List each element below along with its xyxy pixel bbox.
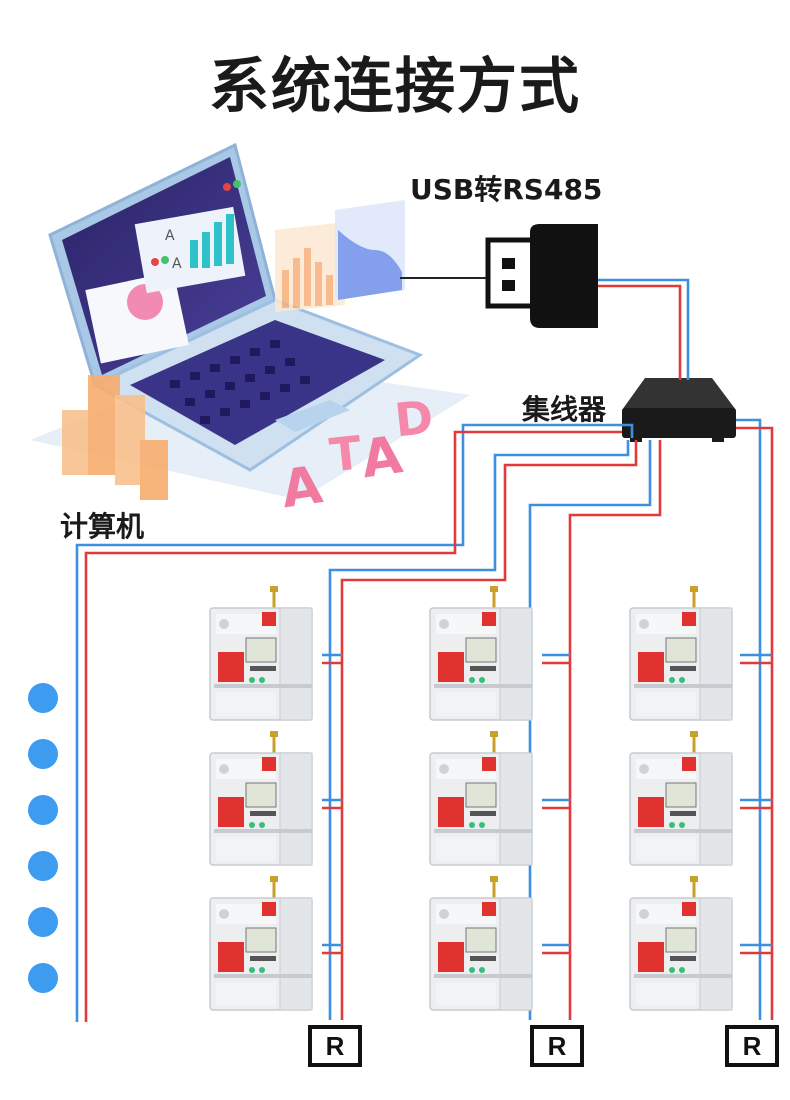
bullet-dot [28,963,58,993]
bullet-dot [28,795,58,825]
smart-breaker [628,729,734,867]
bullet-dot [28,907,58,937]
decor-letter: A [358,425,406,490]
terminator-resistor: R [530,1025,584,1067]
usb-converter-label: USB转RS485 [410,173,603,206]
decor-letter: D [392,390,436,448]
screen-letter: A [172,256,182,272]
breaker-column-3 [628,584,734,1012]
usb-converter-icon [485,224,598,328]
terminator-resistor: R [725,1025,779,1067]
smart-breaker [428,584,534,722]
smart-breaker [208,874,314,1012]
smart-breaker [628,874,734,1012]
smart-breaker [428,874,534,1012]
decor-letter: A [278,455,326,520]
breaker-column-2 [428,584,534,1012]
smart-breaker [628,584,734,722]
hub-icon [622,378,736,442]
bullet-dot [28,851,58,881]
hub-label: 集线器 [522,393,607,426]
smart-breaker [428,729,534,867]
smart-breaker [208,729,314,867]
terminator-resistor: R [308,1025,362,1067]
decor-letter: T [327,425,364,482]
bullet-dot [28,739,58,769]
screen-letter: A [165,228,175,244]
smart-breaker [208,584,314,722]
breaker-column-1 [208,584,314,1012]
bullet-dot [28,683,58,713]
rs485-wiring [75,278,774,1022]
computer-label: 计算机 [60,510,145,543]
page-title: 系统连接方式 [209,52,581,122]
laptop-illustration: A A A T A D [30,142,470,520]
